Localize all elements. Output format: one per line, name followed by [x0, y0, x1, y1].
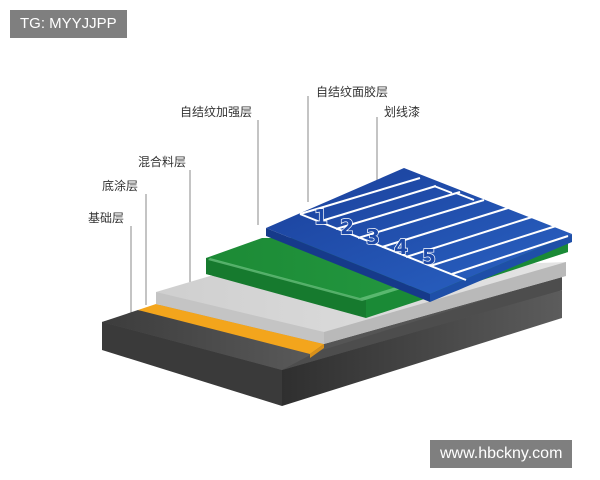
- layer-labels: 基础层 底涂层 混合料层 自结纹加强层 自结纹面胶层 划线漆: [88, 84, 420, 225]
- label-reinforce: 自结纹加强层: [180, 105, 252, 119]
- label-marking: 划线漆: [384, 105, 420, 119]
- surface-layer: [266, 168, 572, 302]
- lane-number: 5: [422, 245, 436, 269]
- watermark-bottom: www.hbckny.com: [430, 440, 573, 468]
- lane-number: 3: [366, 225, 380, 249]
- label-primer: 底涂层: [102, 178, 138, 193]
- label-surface: 自结纹面胶层: [316, 84, 388, 99]
- lane-number: 4: [394, 235, 408, 259]
- label-mixture: 混合料层: [138, 154, 186, 169]
- primer-layer: [138, 304, 324, 358]
- leader-lines: [130, 96, 378, 315]
- watermark-top: TG: MYYJJPP: [10, 10, 127, 38]
- lane-markings: [299, 177, 569, 281]
- lane-number: 1: [314, 205, 328, 229]
- lane-numbers: 1 2 3 4 5: [313, 204, 436, 269]
- lane-number: 2: [340, 215, 354, 239]
- label-base: 基础层: [88, 211, 124, 225]
